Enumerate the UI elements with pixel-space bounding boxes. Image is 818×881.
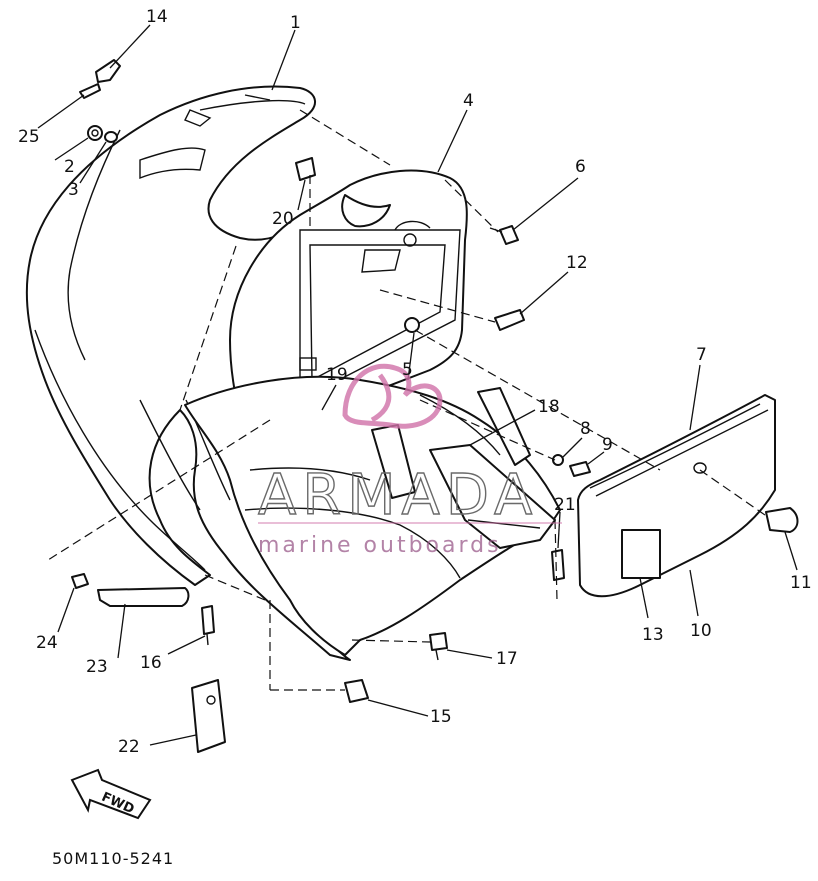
callout-10: 10 <box>690 621 712 641</box>
watermark-tagline: marine outboards <box>258 533 502 558</box>
watermark: ARMADA marine outboards <box>257 363 562 558</box>
leader-lines <box>37 24 798 746</box>
part-7-side-panel <box>577 394 776 598</box>
part-2-nut <box>87 125 103 141</box>
part-9-screw <box>569 461 591 477</box>
callout-21: 21 <box>554 495 576 515</box>
callout-13: 13 <box>642 625 664 645</box>
part-23-bracket <box>97 587 190 607</box>
callout-20: 20 <box>272 209 294 229</box>
callout-23: 23 <box>86 657 108 677</box>
part-21-bolt <box>551 549 565 581</box>
part-15-clip <box>344 679 369 703</box>
watermark-brand: ARMADA <box>258 463 538 528</box>
part-3-washer <box>104 131 118 143</box>
part-5-grommet <box>404 317 420 333</box>
callout-3: 3 <box>68 180 79 200</box>
callout-1: 1 <box>290 13 301 33</box>
part-13-label-plate <box>621 529 661 579</box>
part-22-panel <box>191 679 226 753</box>
callout-7: 7 <box>696 345 707 365</box>
callout-9: 9 <box>602 435 613 455</box>
callout-4: 4 <box>463 91 474 111</box>
watermark-logo <box>342 363 443 429</box>
fwd-direction-arrow: FWD <box>70 768 152 820</box>
part-17-bolt <box>429 632 448 661</box>
callout-22: 22 <box>118 737 140 757</box>
drawing-code: 50M110-5241 <box>52 849 174 868</box>
part-11-knob <box>765 507 799 533</box>
assembly-lines <box>47 109 766 691</box>
callout-15: 15 <box>430 707 452 727</box>
callout-25: 25 <box>18 127 40 147</box>
callout-16: 16 <box>140 653 162 673</box>
callout-17: 17 <box>496 649 518 669</box>
part-14-clip <box>95 59 121 83</box>
callout-11: 11 <box>790 573 812 593</box>
callout-19: 19 <box>326 365 348 385</box>
part-16-bolt <box>201 605 215 646</box>
callout-18: 18 <box>538 397 560 417</box>
part-6-screw <box>489 225 519 245</box>
part-8-screw <box>552 454 564 466</box>
callout-5: 5 <box>402 360 413 380</box>
part-24-screw <box>71 573 89 589</box>
part-20-pad <box>295 157 316 181</box>
part-12-cover <box>494 309 525 331</box>
callout-labels: 1 2 3 4 5 6 7 8 9 10 11 12 13 14 15 16 1… <box>18 7 812 757</box>
callout-2: 2 <box>64 157 75 177</box>
callout-24: 24 <box>36 633 58 653</box>
callout-6: 6 <box>575 157 586 177</box>
callout-8: 8 <box>580 419 591 439</box>
callout-12: 12 <box>566 253 588 273</box>
callout-14: 14 <box>146 7 168 27</box>
